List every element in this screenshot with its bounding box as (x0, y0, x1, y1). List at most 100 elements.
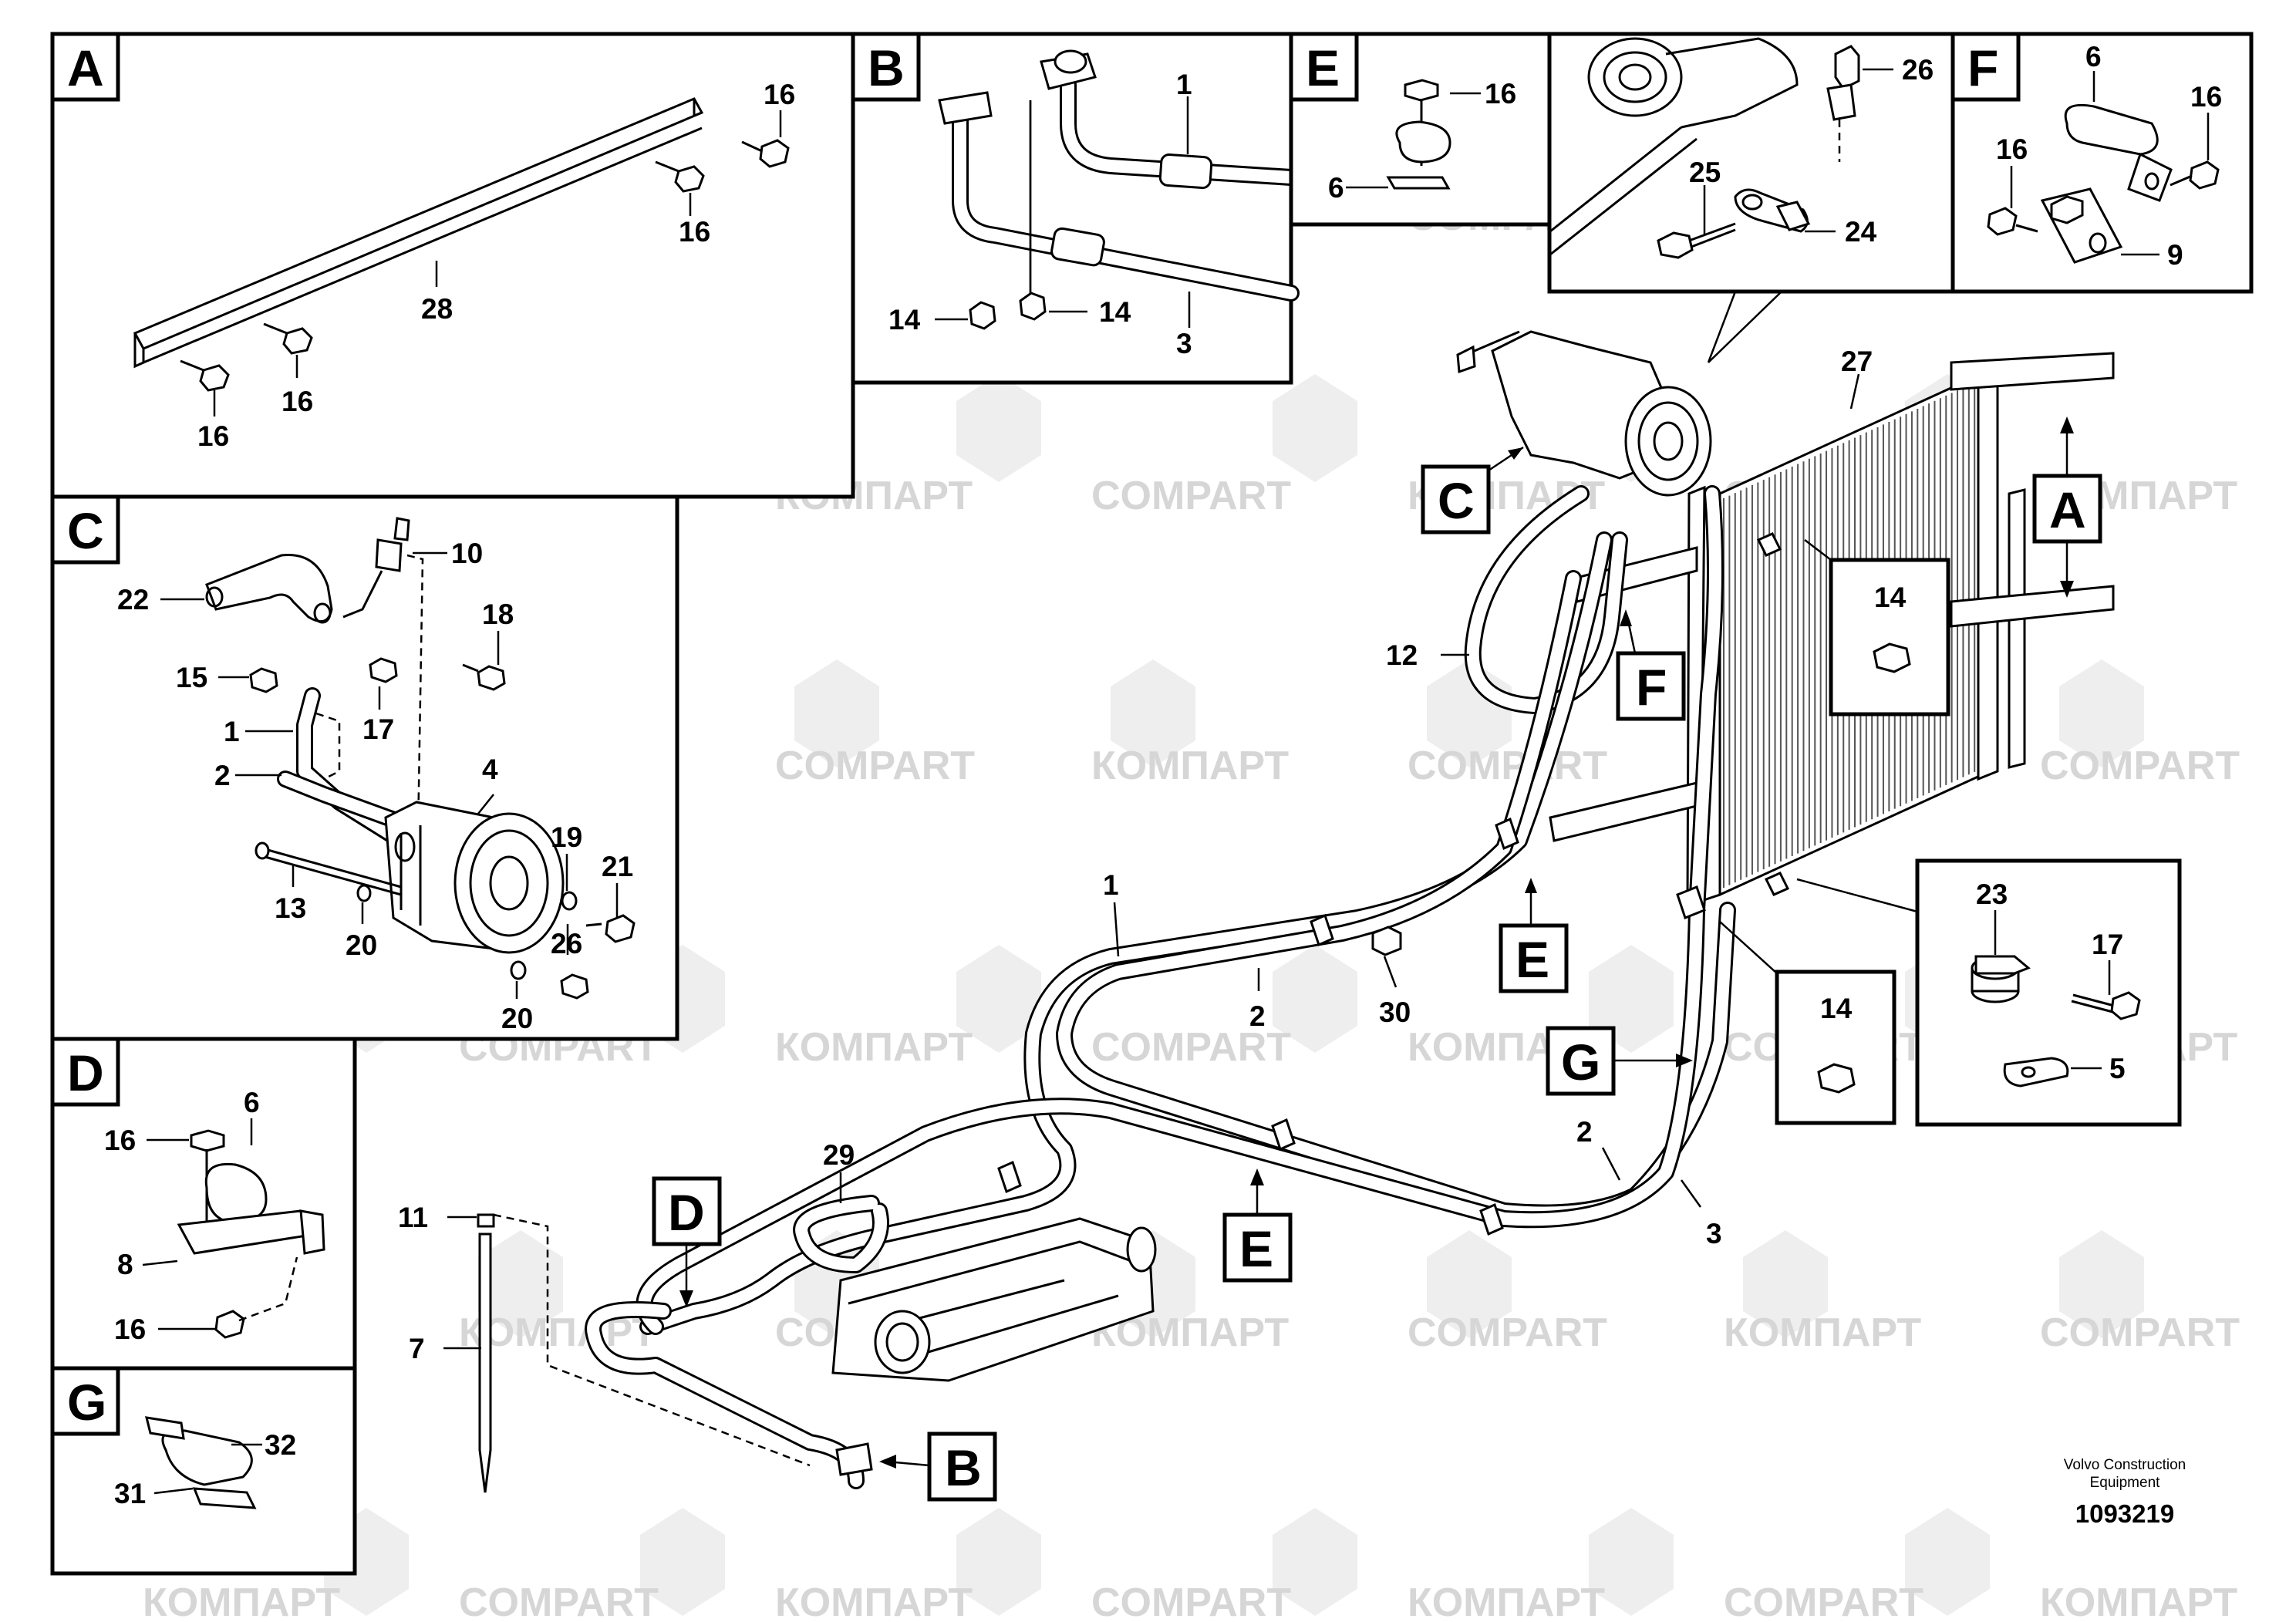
plug-30 (1371, 926, 1402, 956)
label-13: 13 (275, 892, 306, 924)
bolt-13-head (255, 841, 270, 860)
label-20: 20 (346, 929, 377, 961)
label-26: 26 (551, 928, 582, 959)
footer: Volvo Construction Equipment 1093219 (2064, 1457, 2186, 1528)
clamp-base (1386, 176, 1451, 190)
arrowhead (2060, 581, 2074, 598)
arrowhead (1508, 447, 1523, 460)
leader (1383, 956, 1397, 988)
plate-9 (2040, 187, 2123, 264)
washer-20 (356, 884, 372, 902)
label-15: 15 (176, 662, 207, 693)
label-23: 23 (1976, 878, 2008, 910)
bolt-17 (2071, 991, 2141, 1020)
main-assembly: 27 12 1 2 30 29 11 7 2 3 (398, 330, 2115, 1493)
bolt-16 (741, 139, 790, 168)
company-name: Volvo Construction (2064, 1457, 2186, 1473)
clamp-6 (204, 1162, 268, 1224)
watermark-latin: COMPART (2040, 744, 2240, 788)
sensor-23 (1764, 872, 1790, 896)
bracket-22 (205, 554, 333, 624)
label-27: 27 (1841, 346, 1873, 377)
bolt-16 (1987, 207, 2038, 236)
label-14: 14 (1820, 993, 1853, 1024)
panel-e-tag (1289, 32, 1359, 102)
panel-14-lower: 14 (1719, 921, 1896, 1125)
callout-d-letter: D (668, 1184, 705, 1241)
sensor-23 (1971, 955, 2031, 1003)
washer-19 (561, 891, 578, 911)
hose-3 (638, 487, 1721, 1333)
label-11: 11 (398, 1202, 428, 1233)
panel-e-top: E 16 6 (1289, 32, 1552, 227)
bolt-16 (180, 359, 230, 392)
leader (142, 1259, 178, 1266)
arrowhead (1676, 1054, 1693, 1067)
clamp-e (1310, 913, 1334, 947)
leader (1601, 1147, 1621, 1181)
label-25: 25 (1689, 157, 1721, 188)
label-14: 14 (1099, 296, 1131, 328)
panel-g: G 32 31 (50, 1366, 357, 1576)
label-1: 1 (224, 716, 240, 747)
bolt-21-shank (585, 922, 602, 927)
bolt-16 (1404, 79, 1439, 102)
watermark-latin: COMPART (2040, 1310, 2240, 1355)
callouts: C A F E G D E B (652, 291, 2102, 1502)
callout-f-letter: F (1636, 659, 1667, 716)
label-21: 21 (602, 851, 633, 882)
hose-29 (795, 1197, 887, 1271)
label-14: 14 (1874, 582, 1907, 613)
switch-10 (342, 517, 424, 926)
clamp-e (1271, 1118, 1296, 1152)
condenser-fins (1723, 379, 1981, 888)
watermark-cyrillic: КОМПАРТ (1724, 1310, 1921, 1355)
label-2: 2 (1576, 1116, 1593, 1148)
callout-e-letter: E (1515, 931, 1549, 988)
callout-c[interactable] (1421, 464, 1491, 534)
watermark-latin: COMPART (1408, 744, 1607, 788)
panel-14-frame (1775, 969, 1896, 1125)
label-4: 4 (482, 754, 498, 785)
watermark-latin: COMPART (1091, 1580, 1291, 1622)
watermark-latin: COMPART (1091, 1025, 1291, 1070)
label-16: 16 (1485, 78, 1516, 110)
watermark-latin: COMPART (459, 1580, 659, 1622)
panel-g-letter: G (67, 1374, 106, 1431)
clamp-f (1495, 817, 1519, 851)
sensor-connector-26 (1826, 45, 1860, 162)
panel-b: B 1 14 14 3 (851, 32, 1300, 385)
label-6: 6 (244, 1087, 260, 1118)
drawing-number: 1093219 (2075, 1499, 2174, 1528)
label-29: 29 (823, 1139, 855, 1171)
callout-f[interactable] (1616, 651, 1686, 721)
switch-5 (2003, 1057, 2069, 1088)
panel-a-letter: A (67, 39, 104, 96)
panel-b-letter: B (868, 39, 905, 96)
bolt-13 (261, 847, 402, 889)
label-12: 12 (1386, 639, 1418, 671)
panel-a: A 16 16 28 16 16 (50, 32, 855, 499)
screw-25 (1657, 222, 1736, 259)
label-8: 8 (117, 1249, 133, 1280)
callout-b[interactable] (927, 1431, 997, 1502)
callout-e[interactable] (1499, 923, 1569, 993)
panel-c: C (50, 494, 679, 1041)
panel-pointer (1796, 878, 1918, 913)
watermark-latin: COMPART (775, 744, 975, 788)
panel-a-frame (50, 32, 855, 499)
bolt-16 (2170, 160, 2220, 190)
panel-a-tag (50, 32, 120, 102)
panel-pointer (1804, 539, 1832, 561)
clamp-31-32 (144, 1416, 257, 1509)
bolt-16 (263, 322, 313, 355)
panel-sensor-23: 23 17 5 (1796, 858, 2182, 1127)
panel-c-letter: C (67, 502, 104, 559)
watermark-latin: COMPART (1724, 1580, 1923, 1622)
bolt-17 (369, 657, 398, 683)
bolt-15 (249, 667, 278, 693)
label-2: 2 (214, 760, 231, 791)
label-32: 32 (265, 1429, 296, 1461)
label-1: 1 (1176, 69, 1192, 100)
